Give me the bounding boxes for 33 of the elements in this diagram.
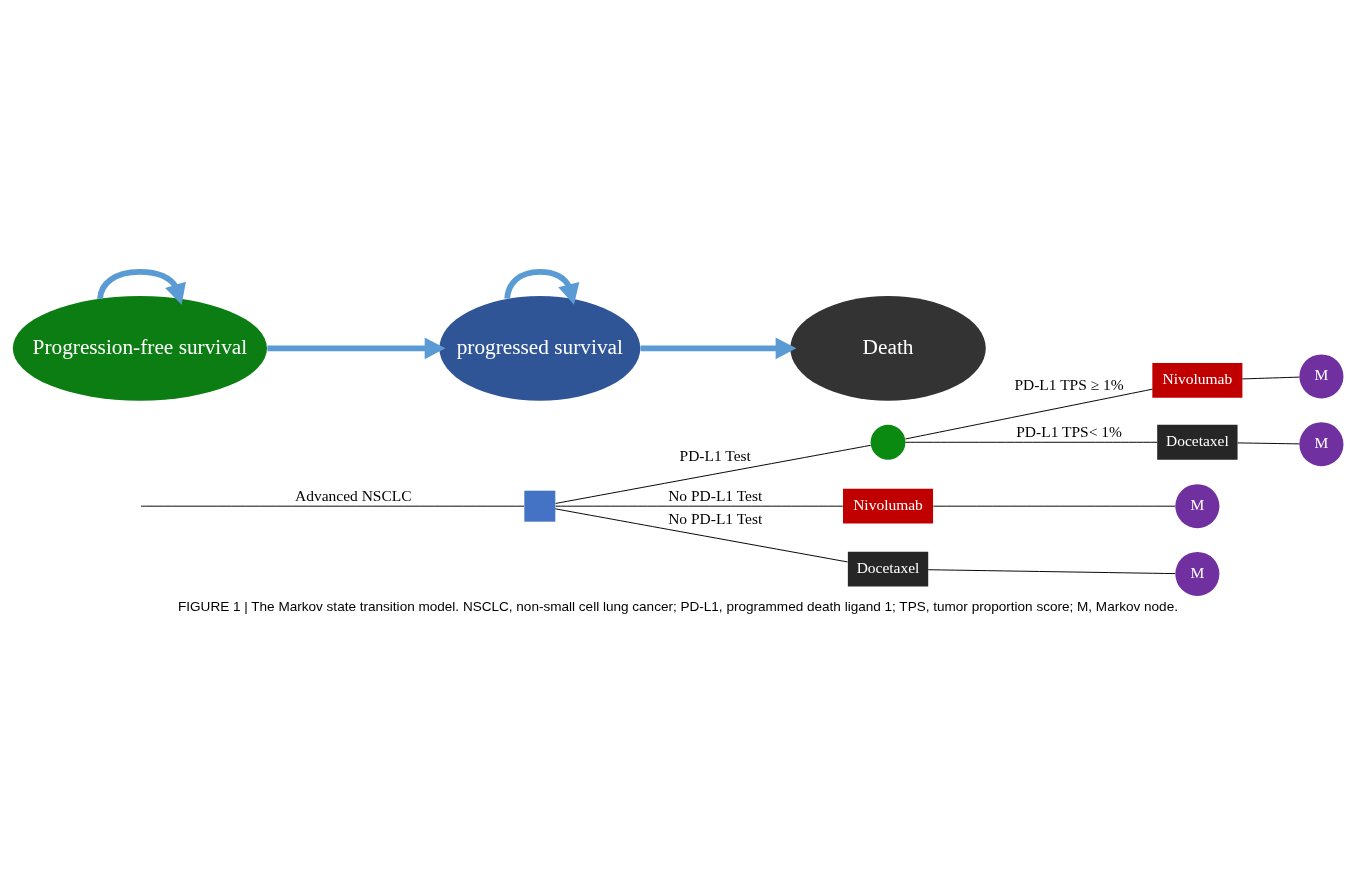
node-ellipse: Death bbox=[790, 295, 986, 401]
arrow bbox=[267, 336, 446, 359]
node-circle: M bbox=[1299, 421, 1344, 466]
node-box bbox=[524, 490, 556, 522]
connector bbox=[932, 505, 1176, 507]
node-box: Nivolumab bbox=[843, 488, 934, 524]
node-circle: M bbox=[1175, 551, 1220, 596]
arrow bbox=[504, 268, 580, 305]
connector bbox=[140, 505, 525, 507]
arrow bbox=[640, 336, 797, 359]
connector bbox=[905, 441, 1158, 443]
connector bbox=[927, 568, 1176, 574]
connector bbox=[555, 444, 872, 504]
connector bbox=[555, 505, 844, 507]
node-ellipse: Progression-free survival bbox=[12, 295, 267, 401]
node-circle: M bbox=[1175, 483, 1220, 528]
connector bbox=[554, 507, 848, 562]
edge-label: PD-L1 TPS< 1% bbox=[1016, 422, 1122, 440]
edge-label: Advanced NSCLC bbox=[295, 486, 412, 504]
edge-label: No PD-L1 Test bbox=[668, 486, 763, 504]
edge-label: PD-L1 TPS ≥ 1% bbox=[1014, 375, 1124, 393]
node-ellipse: progressed survival bbox=[439, 295, 641, 401]
edge-label: PD-L1 Test bbox=[679, 446, 751, 464]
caption: FIGURE 1 | The Markov state transition model. NSCLC, non-small cell lung cancer; PD-L1, programmed death ligand 1; TPS, tumor proportion score; M, Markov node. bbox=[178, 598, 1178, 614]
connector bbox=[1241, 376, 1300, 379]
connector bbox=[905, 388, 1153, 439]
node-circle: M bbox=[1299, 353, 1344, 398]
node-box: Docetaxel bbox=[1157, 424, 1238, 460]
node-box: Docetaxel bbox=[847, 551, 929, 587]
node-box: Nivolumab bbox=[1152, 362, 1243, 398]
node-circle bbox=[870, 424, 906, 460]
connector bbox=[1237, 441, 1300, 444]
edge-label: No PD-L1 Test bbox=[668, 509, 763, 527]
